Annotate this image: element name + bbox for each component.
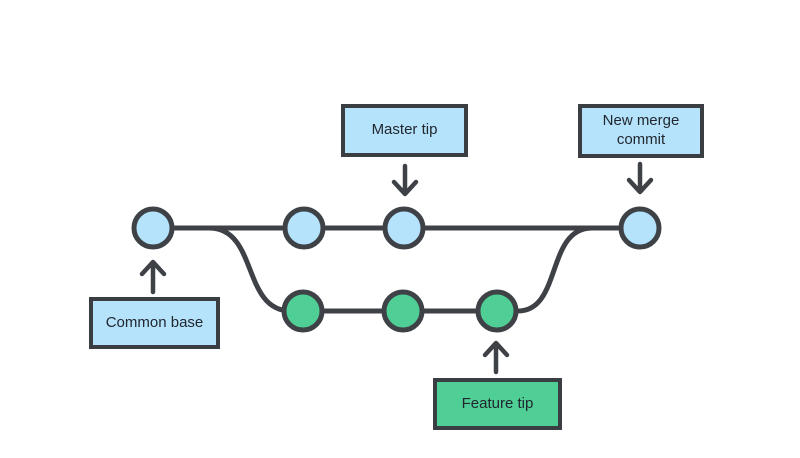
- commit-node-master-tip: [382, 206, 426, 250]
- label-master-tip: Master tip: [341, 104, 468, 157]
- arrow-up-feature-tip-icon: [482, 340, 510, 375]
- commit-node-feature-2: [381, 289, 425, 333]
- label-feature-tip: Feature tip: [433, 378, 562, 430]
- commit-node-new-merge: [618, 206, 662, 250]
- label-feature-tip-text: Feature tip: [461, 394, 534, 412]
- commit-node-feature-tip: [475, 289, 519, 333]
- label-new-merge-commit: New merge commit: [578, 104, 704, 158]
- merge-in-curve: [515, 225, 595, 314]
- commit-node-common-base: [131, 206, 175, 250]
- branch-out-curve: [207, 225, 293, 314]
- label-common-base: Common base: [89, 297, 220, 349]
- label-common-base-text: Common base: [105, 313, 204, 331]
- arrow-down-new-merge-icon: [626, 161, 654, 195]
- label-master-tip-text: Master tip: [371, 121, 438, 139]
- arrow-up-common-base-icon: [139, 259, 167, 295]
- commit-node-master-2: [282, 206, 326, 250]
- label-new-merge-commit-text: New merge commit: [602, 112, 680, 148]
- arrow-down-master-tip-icon: [391, 163, 419, 197]
- commit-node-feature-1: [281, 289, 325, 333]
